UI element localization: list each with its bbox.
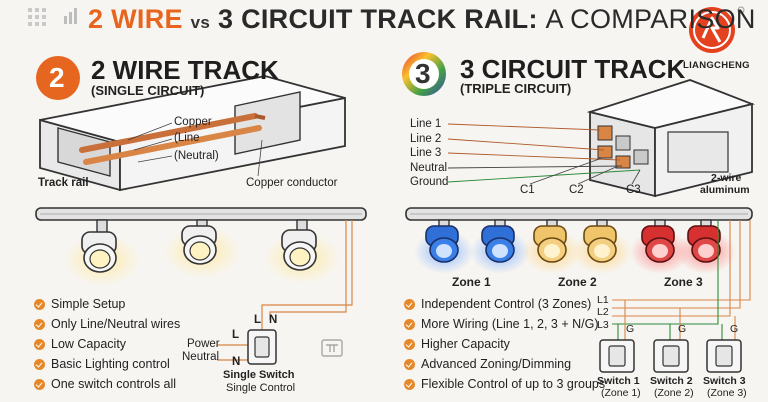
switch-2-caption: (Zone 2) — [654, 387, 694, 399]
feature-left-5: One switch controls all — [34, 377, 176, 391]
label-c2: C2 — [569, 184, 584, 196]
two-wire-rail — [39, 75, 346, 192]
feature-right-4: Advanced Zoning/Dimming — [404, 357, 571, 371]
right-track-bar — [405, 207, 753, 221]
label-l-out: L — [254, 314, 262, 326]
single-switch-title: Single Switch — [223, 369, 295, 381]
badge-2-circle — [36, 56, 80, 100]
switch-2-title: Switch 2 — [650, 375, 693, 387]
check-icon — [404, 378, 415, 390]
switch-3-title: Switch 3 — [703, 375, 746, 387]
three-circuit-rail — [586, 79, 755, 198]
spotlight-zone3-a — [630, 219, 690, 274]
label-l1: L1 — [597, 294, 609, 306]
label-line: (Line — [174, 132, 200, 144]
right-subheading: (TRIPLE CIRCUIT) — [460, 81, 572, 96]
zone-1-label: Zone 1 — [452, 275, 491, 289]
feature-left-1: Simple Setup — [34, 297, 125, 311]
check-icon — [34, 318, 45, 330]
title-part-comparison: A COMPARISON — [545, 4, 756, 34]
spotlight-zone1-a — [414, 219, 474, 274]
grid-icon — [28, 8, 46, 26]
label-g1: G — [626, 323, 635, 335]
right-wiring — [612, 220, 751, 340]
label-neutral-wire: Neutral — [182, 351, 220, 363]
spotlight-zone2-b — [572, 219, 632, 274]
label-copper-conductor: Copper conductor — [246, 177, 338, 189]
switch-1-title: Switch 1 — [597, 375, 640, 387]
feature-right-3: Higher Capacity — [404, 337, 510, 351]
label-ground: Ground — [410, 176, 449, 188]
switch-2 — [653, 339, 689, 373]
single-switch — [247, 329, 277, 365]
check-icon — [404, 318, 415, 330]
switch-1-caption: (Zone 1) — [601, 387, 641, 399]
switch-1 — [599, 339, 635, 373]
label-line2: Line 2 — [410, 133, 442, 145]
title-part-2wire: 2 WIRE — [88, 4, 183, 34]
check-icon — [34, 358, 45, 370]
spotlight-zone2-a — [522, 219, 582, 274]
feature-left-2: Only Line/Neutral wires — [34, 317, 180, 331]
spotlight-left-2 — [164, 219, 240, 278]
check-icon — [34, 298, 45, 310]
badge-3: 3 — [415, 58, 431, 89]
label-copper: Copper — [174, 116, 212, 128]
right-heading: 3 CIRCUIT TRACK — [460, 54, 686, 84]
label-c3: C3 — [626, 184, 641, 196]
check-icon — [34, 378, 45, 390]
label-aluminum: aluminum — [700, 184, 750, 196]
left-heading: 2 WIRE TRACK — [91, 55, 279, 85]
bar-chart-icon — [64, 8, 77, 24]
label-n-in: N — [232, 356, 241, 368]
label-line3: Line 3 — [410, 147, 442, 159]
feature-right-1: Independent Control (3 Zones) — [404, 297, 591, 311]
label-c1: C1 — [520, 184, 535, 196]
feature-left-4: Basic Lighting control — [34, 357, 170, 371]
label-n-out: N — [269, 314, 278, 326]
feature-left-3: Low Capacity — [34, 337, 126, 351]
title-part-3circuit: 3 CIRCUIT TRACK RAIL: — [217, 4, 538, 34]
spotlight-left-3 — [264, 219, 340, 284]
single-switch-caption: Single Control — [226, 382, 296, 394]
title-vs: vs — [190, 13, 211, 32]
check-icon — [404, 298, 415, 310]
check-icon — [404, 358, 415, 370]
label-neutral: (Neutral) — [174, 150, 219, 162]
label-l3: L3 — [597, 319, 609, 331]
label-g2: G — [678, 323, 687, 335]
switch-3-caption: (Zone 3) — [707, 387, 747, 399]
label-neutral-r: Neutral — [410, 162, 448, 174]
left-rail-leaders — [127, 122, 263, 177]
check-icon — [404, 338, 415, 350]
switch-3 — [706, 339, 742, 373]
feature-right-2: More Wiring (Line 1, 2, 3 + N/G) — [404, 317, 599, 331]
zone-3-label: Zone 3 — [664, 275, 703, 289]
spotlight-left-1 — [64, 219, 140, 286]
label-g3: G — [730, 323, 739, 335]
brand-logo — [689, 6, 745, 53]
label-line1: Line 1 — [410, 118, 442, 130]
left-track-bar — [35, 207, 367, 221]
label-l-in: L — [232, 329, 240, 341]
zone-2-label: Zone 2 — [558, 275, 597, 289]
left-wiring — [217, 220, 353, 361]
label-l2: L2 — [597, 306, 609, 318]
page-title: 2 WIRE vs 3 CIRCUIT TRACK RAIL: A COMPAR… — [88, 4, 756, 35]
left-subheading: (SINGLE CIRCUIT) — [91, 83, 205, 98]
spotlight-zone1-b — [470, 219, 530, 274]
spotlight-zone3-b — [676, 219, 736, 274]
right-rail-leaders — [447, 123, 641, 185]
watermark-icon — [321, 339, 343, 357]
check-icon — [34, 338, 45, 350]
label-power: Power — [187, 338, 220, 350]
feature-right-5: Flexible Control of up to 3 groups — [404, 377, 605, 391]
label-2wire: 2-wire — [711, 172, 742, 184]
label-track-rail: Track rail — [38, 177, 89, 189]
badge-2: 2 — [49, 62, 65, 93]
brand-name: LIANGCHENG — [683, 60, 750, 71]
